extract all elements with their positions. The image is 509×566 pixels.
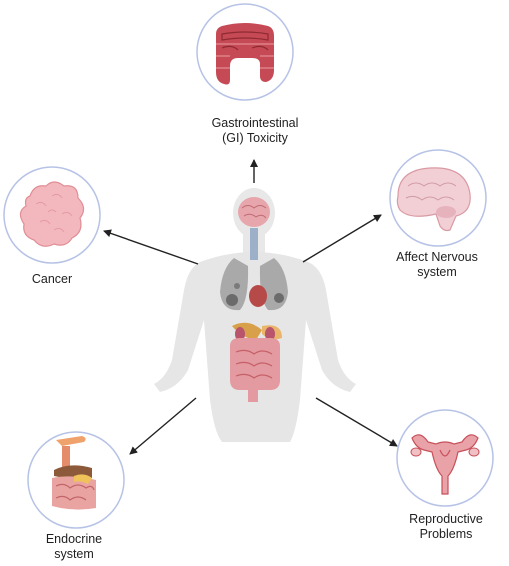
arrow-to-reproductive — [315, 397, 398, 447]
digestive-system-icon — [27, 431, 125, 529]
nervous-label: Affect Nervous system — [396, 250, 478, 279]
tumor-icon — [3, 166, 101, 264]
human-body-icon — [154, 188, 356, 442]
arrow-to-nervous — [302, 214, 382, 263]
arrow-to-cancer — [103, 229, 199, 265]
cancer-label: Cancer — [31, 272, 73, 286]
brain-icon — [389, 149, 487, 247]
uterus-icon — [396, 409, 494, 507]
reproductive-label: Reproductive Problems — [409, 512, 483, 541]
arrow-to-endocrine — [129, 397, 197, 455]
gi-label-text: Gastrointestinal (GI) Toxicity — [211, 116, 299, 145]
intestine-icon — [196, 3, 294, 101]
endocrine-label: Endocrine system — [45, 532, 103, 561]
